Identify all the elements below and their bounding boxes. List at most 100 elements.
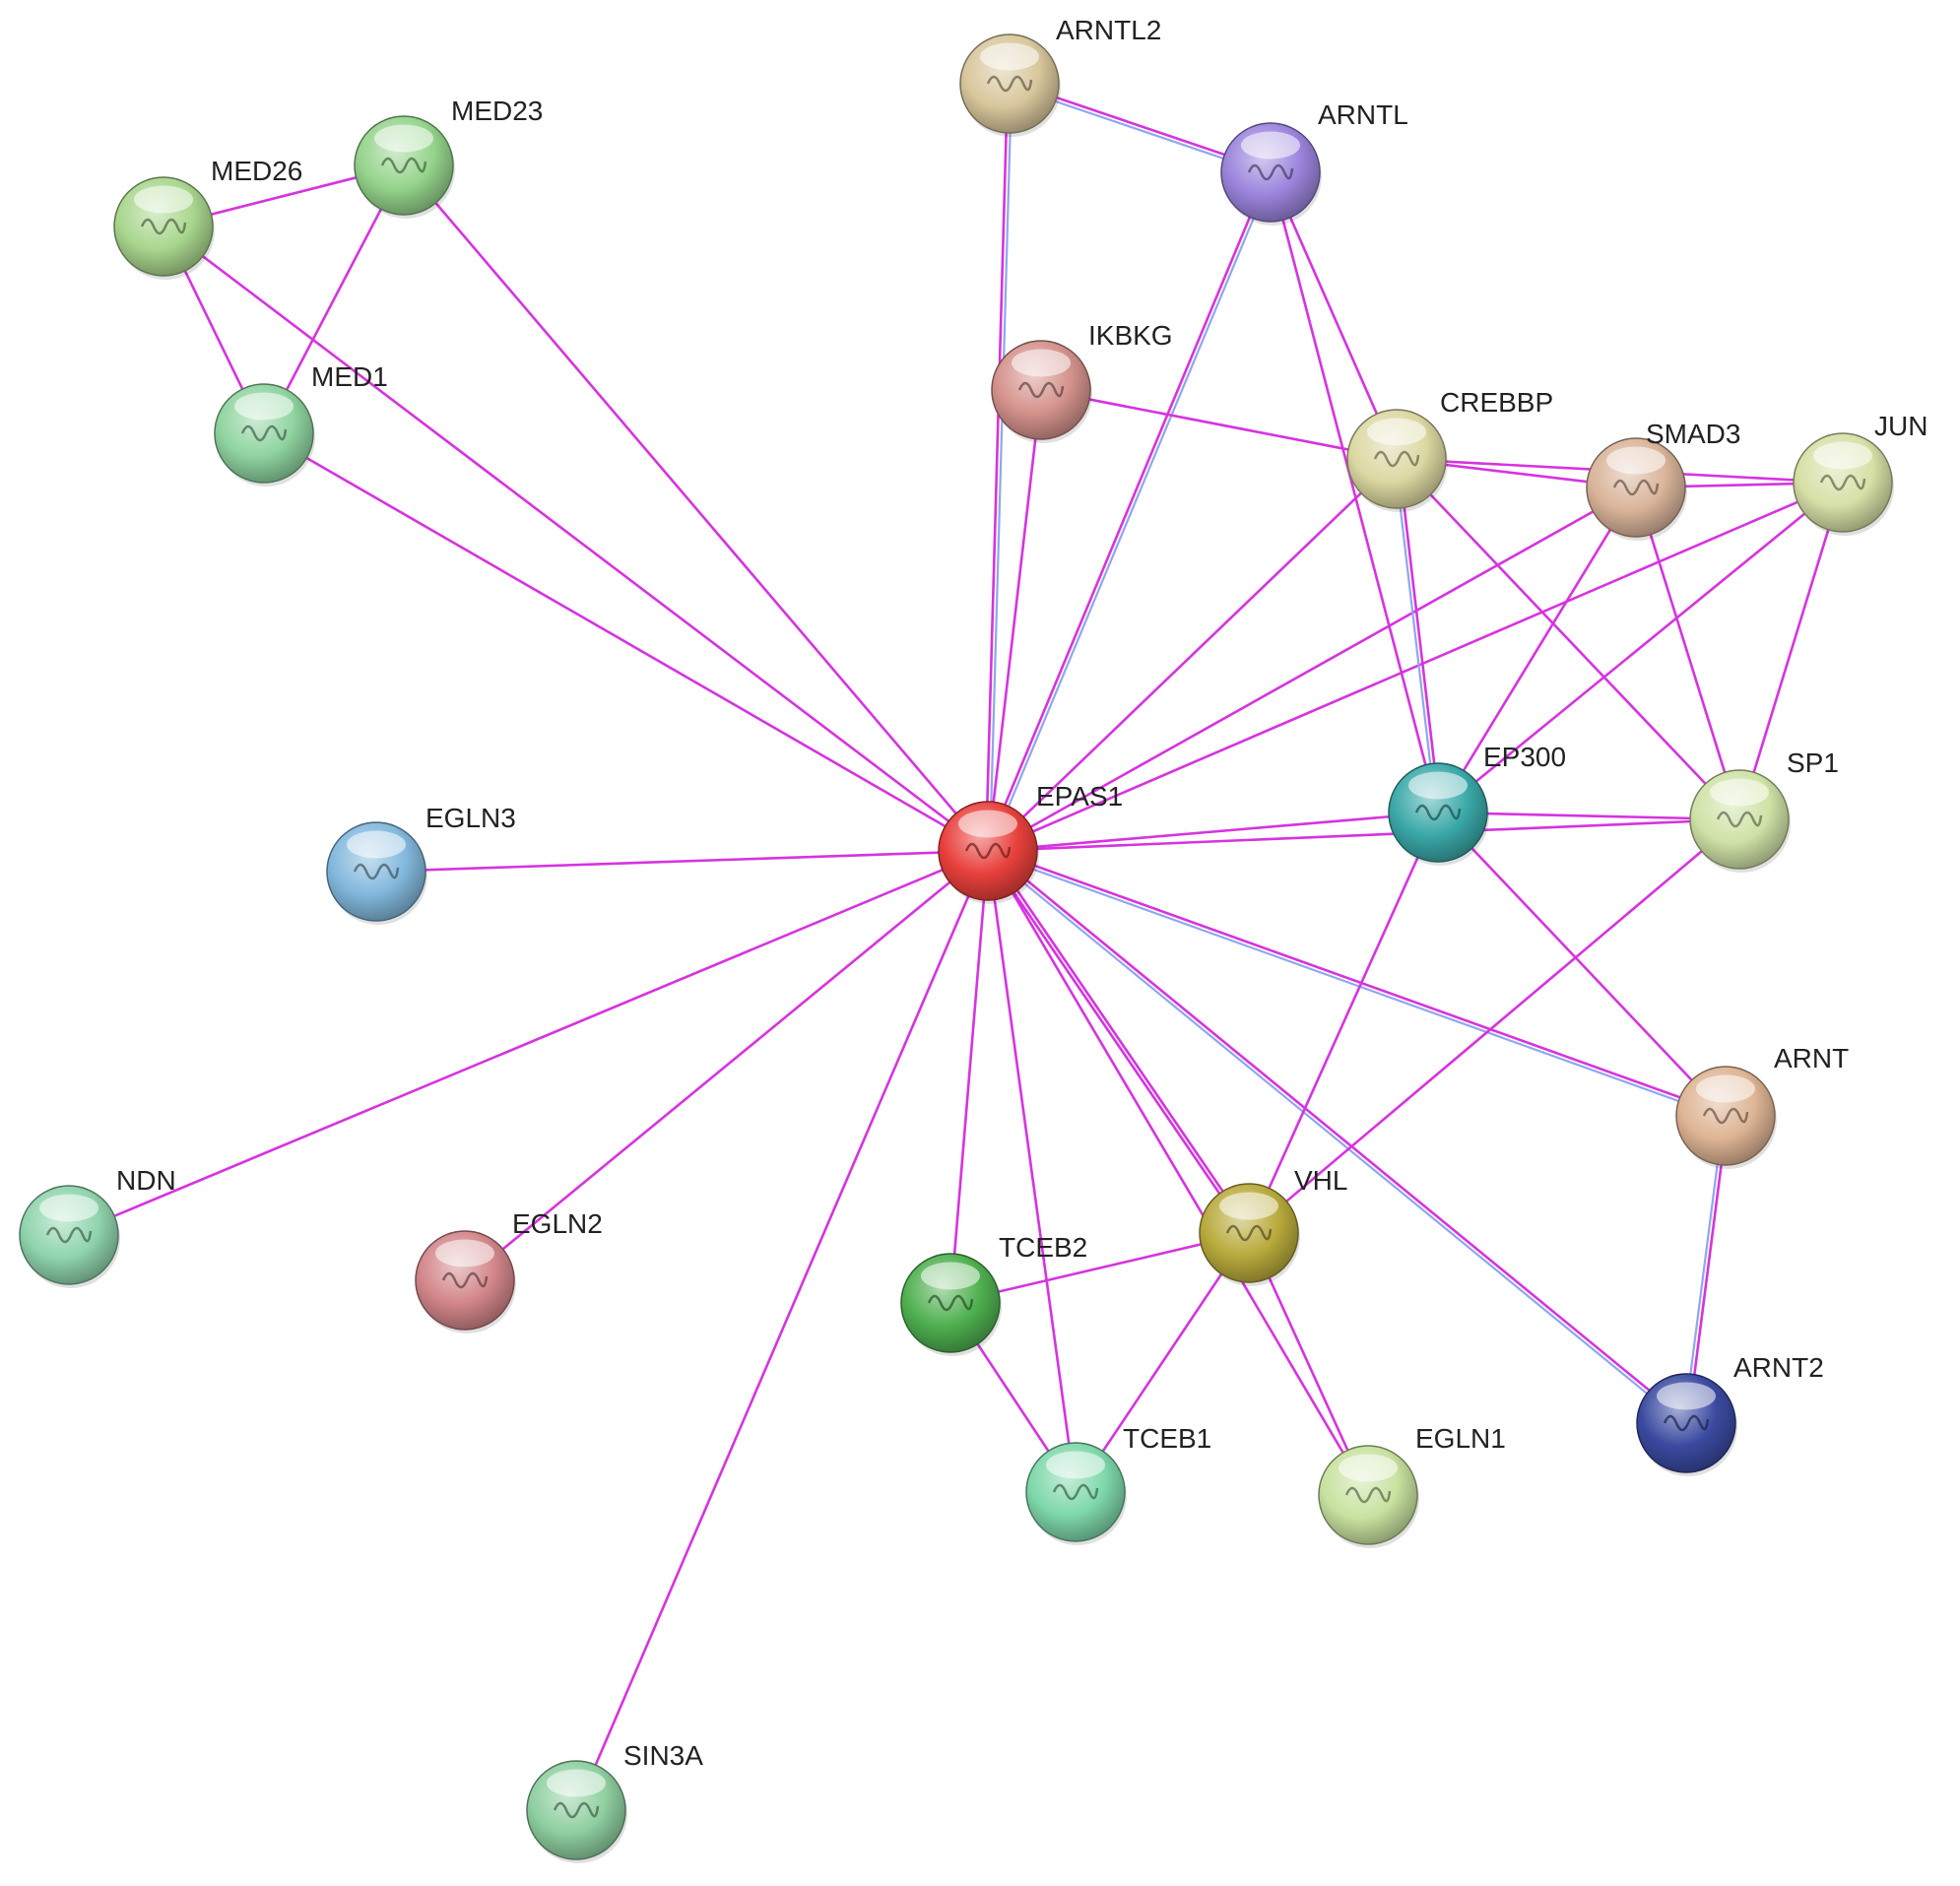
protein-structure-icon <box>45 1226 93 1244</box>
edge-epas1-vhl <box>985 851 1249 1235</box>
edge-crebbp-sp1 <box>1396 458 1740 820</box>
node-highlight <box>39 1194 98 1222</box>
edge-epas1-ikbkg <box>986 389 1043 852</box>
edge-epas1-arnt2 <box>986 851 1686 1426</box>
protein-structure-icon <box>1702 1107 1749 1125</box>
node-epas1[interactable]: EPAS1 <box>938 781 1123 904</box>
node-med23[interactable]: MED23 <box>354 96 543 219</box>
edge-vhl-tceb2 <box>949 1231 1250 1305</box>
node-arntl[interactable]: ARNTL <box>1220 99 1408 226</box>
node-vhl[interactable]: VHL <box>1199 1165 1347 1286</box>
node-label-ikbkg: IKBKG <box>1088 320 1173 351</box>
protein-structure-icon <box>986 75 1033 93</box>
node-arnt2[interactable]: ARNT2 <box>1636 1352 1824 1476</box>
protein-structure-icon <box>1819 474 1866 491</box>
node-tceb1[interactable]: TCEB1 <box>1025 1423 1211 1545</box>
node-smad3[interactable]: SMAD3 <box>1586 419 1740 541</box>
node-label-smad3: SMAD3 <box>1646 419 1740 449</box>
protein-structure-icon <box>1663 1414 1710 1432</box>
edge-epas1-egln3 <box>375 849 989 874</box>
node-highlight <box>1408 771 1468 800</box>
protein-structure-icon <box>1716 811 1763 828</box>
node-label-tceb1: TCEB1 <box>1123 1423 1211 1454</box>
protein-structure-icon <box>1052 1483 1099 1501</box>
node-highlight <box>958 810 1017 838</box>
node-ikbkg[interactable]: IKBKG <box>991 320 1173 443</box>
node-label-egln2: EGLN2 <box>512 1208 603 1239</box>
edge-ikbkg-crebbp <box>1040 388 1398 461</box>
node-sin3a[interactable]: SIN3A <box>526 1740 703 1863</box>
node-arntl2[interactable]: ARNTL2 <box>959 15 1161 137</box>
node-jun[interactable]: JUN <box>1793 411 1927 536</box>
edge-ep300-sp1 <box>1437 811 1740 821</box>
edge-epas1-sin3a <box>574 850 990 1811</box>
edge-epas1-arnt <box>986 851 1726 1119</box>
edge-epas1-arntl <box>984 170 1271 851</box>
node-ndn[interactable]: NDN <box>19 1165 176 1288</box>
node-highlight <box>1710 778 1769 807</box>
protein-structure-icon <box>964 842 1012 860</box>
edge-epas1-tceb2 <box>948 850 990 1304</box>
edge-epas1-arnt <box>988 847 1728 1116</box>
node-label-egln3: EGLN3 <box>425 803 516 833</box>
edge-smad3-ep300 <box>1436 487 1638 813</box>
edge-epas1-crebbp <box>987 458 1398 852</box>
node-med26[interactable]: MED26 <box>113 156 302 280</box>
node-ep300[interactable]: EP300 <box>1388 742 1566 866</box>
node-highlight <box>1012 349 1071 377</box>
edge-epas1-arnt2 <box>988 848 1689 1423</box>
edge-epas1-smad3 <box>987 486 1637 853</box>
node-highlight <box>1241 131 1300 160</box>
node-highlight <box>1367 418 1426 446</box>
node-label-sp1: SP1 <box>1787 748 1839 778</box>
edge-epas1-arntl2 <box>988 84 1013 852</box>
node-highlight <box>1696 1074 1755 1103</box>
protein-structure-icon <box>353 863 400 880</box>
edge-epas1-egln2 <box>464 849 989 1282</box>
edge-jun-ep300 <box>1437 481 1844 814</box>
edge-crebbp-ep300 <box>1397 458 1442 813</box>
edge-ep300-arnt <box>1437 812 1727 1117</box>
node-highlight <box>374 124 433 153</box>
protein-structure-icon <box>927 1294 974 1312</box>
protein-structure-icon <box>1344 1486 1392 1504</box>
protein-structure-icon <box>1612 479 1660 496</box>
node-label-ep300: EP300 <box>1483 742 1566 772</box>
node-highlight <box>1339 1454 1398 1482</box>
node-med1[interactable]: MED1 <box>214 361 388 487</box>
node-tceb2[interactable]: TCEB2 <box>900 1232 1087 1356</box>
node-highlight <box>1046 1451 1105 1479</box>
node-highlight <box>980 42 1039 71</box>
edge-ep300-vhl <box>1247 812 1440 1234</box>
edge-epas1-arntl <box>988 172 1274 853</box>
node-highlight <box>547 1769 606 1797</box>
edge-epas1-med1 <box>263 431 989 853</box>
node-egln2[interactable]: EGLN2 <box>415 1208 603 1333</box>
node-highlight <box>234 392 294 421</box>
node-label-tceb2: TCEB2 <box>999 1232 1087 1263</box>
protein-structure-icon <box>140 218 187 235</box>
node-arnt[interactable]: ARNT <box>1675 1043 1849 1169</box>
node-label-arntl: ARNTL <box>1318 99 1408 130</box>
protein-structure-icon <box>1247 163 1294 181</box>
node-label-vhl: VHL <box>1294 1165 1347 1196</box>
node-crebbp[interactable]: CREBBP <box>1346 387 1553 512</box>
node-label-med26: MED26 <box>211 156 302 186</box>
node-label-egln1: EGLN1 <box>1415 1423 1506 1454</box>
node-egln1[interactable]: EGLN1 <box>1318 1423 1506 1548</box>
edge-epas1-sp1 <box>987 817 1740 853</box>
node-egln3[interactable]: EGLN3 <box>326 803 516 925</box>
protein-structure-icon <box>441 1271 489 1289</box>
edge-epas1-ndn <box>68 849 989 1237</box>
edge-arntl-crebbp <box>1269 171 1399 460</box>
node-label-ndn: NDN <box>116 1165 176 1196</box>
edge-arnt-arnt2 <box>1686 1116 1730 1424</box>
edge-epas1-egln1 <box>986 850 1370 1496</box>
node-sp1[interactable]: SP1 <box>1689 748 1839 873</box>
edge-crebbp-ep300 <box>1393 459 1438 813</box>
protein-structure-icon <box>1373 450 1420 468</box>
edge-epas1-arntl2 <box>984 83 1010 851</box>
